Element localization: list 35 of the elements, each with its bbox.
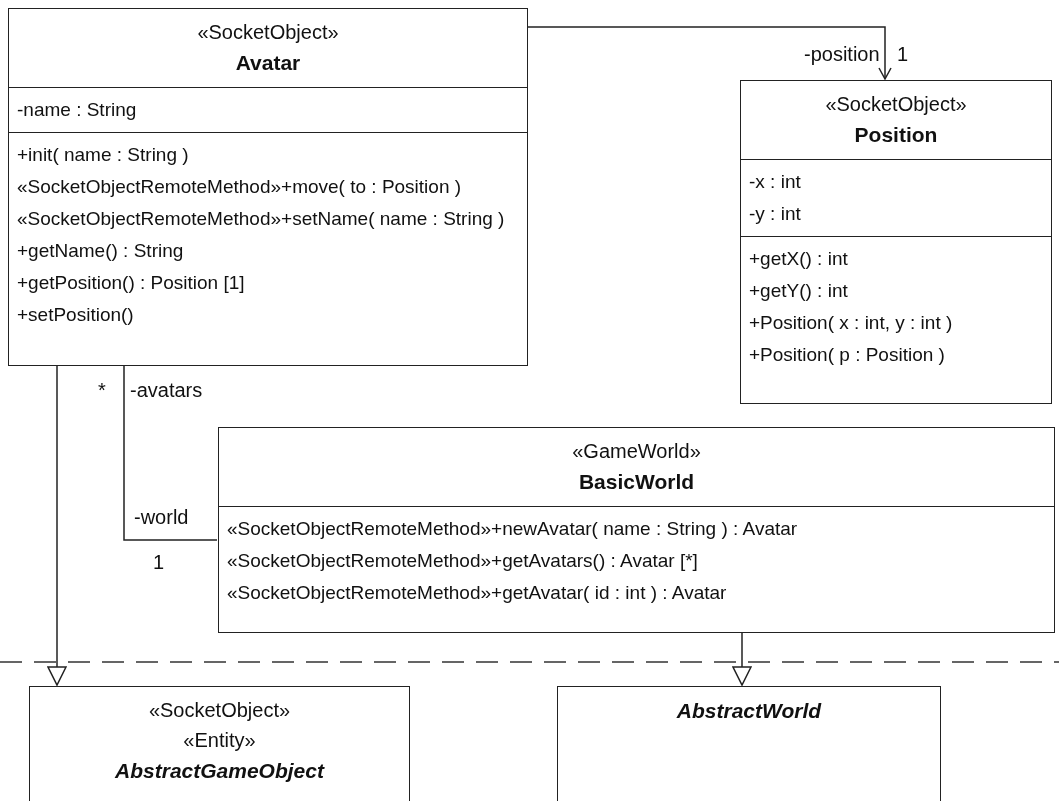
method-text: «SocketObjectRemoteMethod»+getAvatars() : Avatar [*]: [227, 549, 698, 573]
attribute-text: -name : String: [17, 98, 137, 122]
method-text: +getY() : int: [749, 279, 848, 303]
method-text: +Position( x : int, y : int ): [749, 311, 953, 335]
association-line: [123, 365, 218, 541]
class-name: AbstractGameObject: [115, 758, 324, 784]
class-name: BasicWorld: [578, 469, 695, 495]
method-text: +Position( p : Position ): [749, 343, 945, 367]
stereotype-label: «SocketObject»: [148, 698, 291, 723]
method-text: +getPosition() : Position [1]: [17, 271, 245, 295]
class-box: [218, 427, 1055, 633]
method-text: «SocketObjectRemoteMethod»+setName( name : String ): [17, 207, 505, 231]
method-text: «SocketObjectRemoteMethod»+newAvatar( name : String ) : Avatar: [227, 517, 798, 541]
attribute-text: -y : int: [749, 202, 801, 226]
method-text: +getName() : String: [17, 239, 184, 263]
method-text: «SocketObjectRemoteMethod»+move( to : Position ): [17, 175, 462, 199]
method-text: +init( name : String ): [17, 143, 189, 167]
class-box: [8, 8, 528, 366]
method-text: +setPosition(): [17, 303, 134, 327]
stereotype-label: «SocketObject»: [825, 92, 967, 117]
class-name: AbstractWorld: [676, 698, 822, 724]
class-box: [740, 80, 1052, 404]
class-box: [557, 686, 941, 801]
generalization-arrow: [47, 365, 67, 686]
method-text: «SocketObjectRemoteMethod»+getAvatar( id : int ) : Avatar: [227, 581, 727, 605]
generalization-arrow: [732, 632, 752, 686]
method-text: +getX() : int: [749, 247, 848, 271]
class-box: [29, 686, 410, 801]
attribute-text: -x : int: [749, 170, 801, 194]
stereotype-label: «GameWorld»: [572, 439, 701, 464]
class-name: Avatar: [235, 50, 301, 76]
association-arrow: [527, 26, 892, 80]
stereotype-label: «Entity»: [183, 728, 256, 753]
stereotype-label: «SocketObject»: [197, 20, 339, 45]
class-name: Position: [854, 122, 938, 148]
